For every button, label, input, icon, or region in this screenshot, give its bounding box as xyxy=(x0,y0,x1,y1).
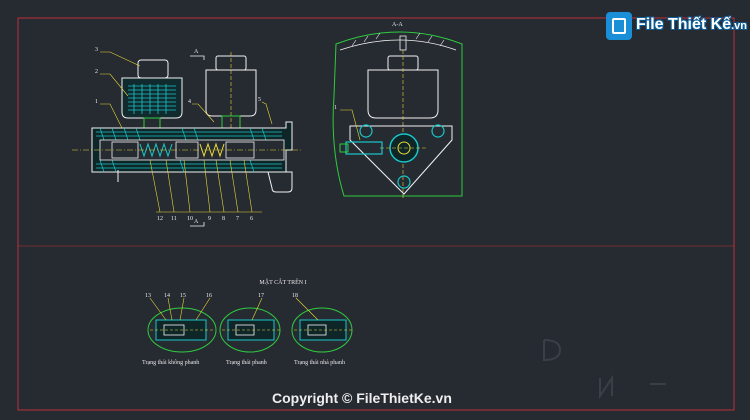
detail-callout-17: 17 xyxy=(258,293,264,299)
file-icon xyxy=(606,12,632,40)
brand-text: File Thiết Kế.vn xyxy=(636,16,748,33)
detail-callout-14: 14 xyxy=(164,293,170,299)
caption-braking: Trạng thái phanh xyxy=(226,360,267,366)
detail-callout-13: 13 xyxy=(145,293,151,299)
section-mark-side: A-A xyxy=(392,22,403,28)
brand-logo: File Thiết Kế.vn xyxy=(606,10,747,42)
callout-6: 6 xyxy=(250,216,253,222)
outlet-fitting xyxy=(267,171,293,193)
side-callout-1: 1 xyxy=(334,105,337,111)
callout-7: 7 xyxy=(236,216,239,222)
callout-10: 10 xyxy=(187,216,193,222)
caption-released: Trạng thái nhả phanh xyxy=(294,360,345,366)
detail-released xyxy=(291,307,353,353)
callout-8: 8 xyxy=(222,216,225,222)
spring-secondary xyxy=(199,142,225,158)
callout-leaders xyxy=(100,51,273,213)
detail-views: 13 14 15 16 17 18 xyxy=(145,293,353,353)
detail-not-braking xyxy=(147,307,217,353)
callout-2: 2 xyxy=(95,69,98,75)
copyright-watermark: Copyright © FileThietKe.vn xyxy=(272,390,452,406)
detail-callout-16: 16 xyxy=(206,293,212,299)
callout-5: 5 xyxy=(258,97,261,103)
section-mark-bottom: A xyxy=(194,219,199,225)
callout-9: 9 xyxy=(208,216,211,222)
reservoir-left xyxy=(121,59,183,131)
drawing-frame xyxy=(17,17,735,411)
side-view-aa: A-A 1 xyxy=(332,22,463,200)
spring-primary xyxy=(139,142,173,158)
callout-3: 3 xyxy=(95,47,98,53)
section-mark-top: A xyxy=(194,49,199,55)
reservoir-right xyxy=(205,52,257,130)
callout-12: 12 xyxy=(157,216,163,222)
callout-1: 1 xyxy=(95,99,98,105)
side-view-outline xyxy=(332,31,463,197)
section-title: MẶT CẮT TRÊN I xyxy=(259,280,307,286)
callout-4: 4 xyxy=(188,99,191,105)
detail-braking xyxy=(219,307,281,353)
cylinder-hatching xyxy=(96,127,282,173)
detail-callout-15: 15 xyxy=(180,293,186,299)
caption-not-braking: Trạng thái không phanh xyxy=(142,360,200,366)
main-section-view: A A 3 2 1 4 5 12 11 10 9 8 7 6 xyxy=(72,47,302,227)
callout-11: 11 xyxy=(171,216,177,222)
detail-callout-18: 18 xyxy=(292,293,298,299)
faint-background-lettering xyxy=(543,339,666,400)
